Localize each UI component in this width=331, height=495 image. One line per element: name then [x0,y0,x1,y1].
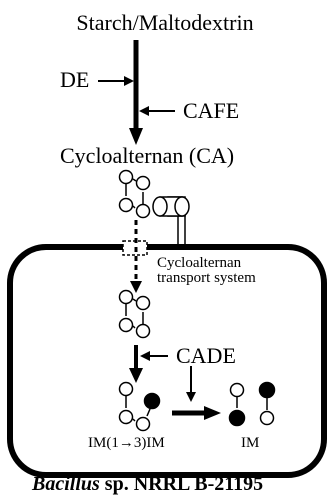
monomer-label: IM [241,435,259,451]
de-arrow [98,76,134,86]
cycloalternan-ring-outside [118,169,151,219]
transporter-icon [152,196,190,248]
de-label: DE [60,67,89,92]
organism-strain: sp. NRRL B-21195 [100,473,263,495]
product-label: Cycloalternan (CA) [60,143,234,168]
transport-arrow [130,220,142,293]
synthesis-arrow [129,40,143,145]
cade-arrow [140,351,168,361]
hydrolysis-arrow [172,406,221,420]
isomaltose-product [228,381,276,427]
disaccharide-product [118,381,161,432]
degradation-arrow [129,345,143,383]
cafe-arrow [139,106,175,116]
organism-genus: Bacillus [31,473,100,495]
transport-label-2: transport system [157,270,256,286]
disaccharide-label: IM(1→3)IM [88,435,165,451]
transport-label-1: Cycloalternan [157,255,242,271]
cade-label: CADE [176,343,236,368]
cycloalternan-ring-inside [118,289,151,339]
organism-caption: Bacillus sp. NRRL B-21195 [31,473,263,495]
cade-pointer-arrow [186,366,196,402]
cell-membrane [7,244,327,478]
substrate-label: Starch/Maltodextrin [76,10,253,35]
cafe-label: CAFE [183,98,239,123]
